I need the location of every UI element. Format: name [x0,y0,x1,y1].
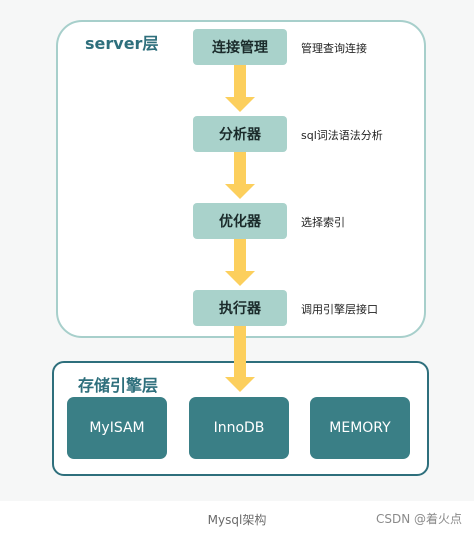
figure-caption: Mysql架构 [207,513,267,527]
step-analyzer: 分析器 [193,116,287,152]
engine-myisam: MyISAM [67,397,167,459]
engine-memory: MEMORY [310,397,410,459]
flow-arrow-4 [225,326,255,392]
step-executor: 执行器 [193,290,287,326]
watermark: CSDN @着火点 [375,512,462,526]
step-analyzer-desc: sql词法语法分析 [301,129,383,142]
step-executor-desc: 调用引擎层接口 [301,303,378,316]
flow-arrow-2 [225,152,255,199]
step-optimizer: 优化器 [193,203,287,239]
step-connection-management-desc: 管理查询连接 [301,42,367,55]
flow-arrow-1 [225,65,255,112]
step-connection-management: 连接管理 [193,29,287,65]
engine-innodb: InnoDB [189,397,289,459]
step-optimizer-desc: 选择索引 [301,216,345,229]
server-layer-title: server层 [85,34,159,53]
flow-arrow-3 [225,239,255,286]
engine-layer-title: 存储引擎层 [78,376,159,395]
